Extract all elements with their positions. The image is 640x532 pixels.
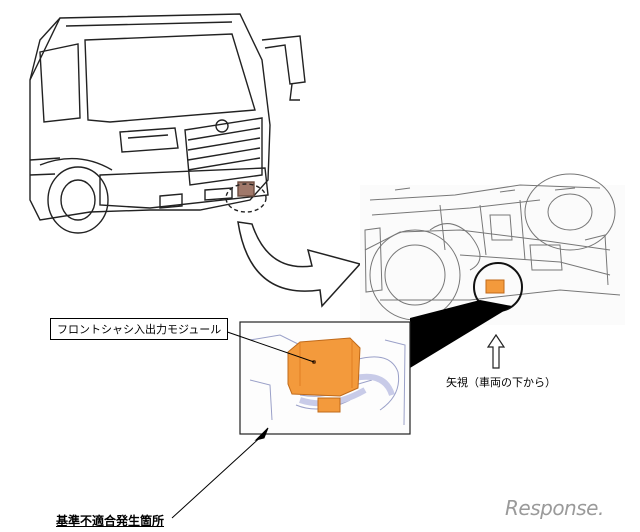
module-highlight [287,337,361,397]
curved-arrow [237,221,362,308]
callout-wedge [410,300,512,368]
response-watermark-logo: Response. [505,496,604,520]
chassis-underside-drawing [360,173,625,325]
defect-location-label: 基準不適合発生箇所 [56,514,165,528]
view-direction-label: 矢視（車両の下から） [446,376,556,389]
module-label: フロントシャシ入出力モジュール [50,318,229,340]
truck-cab-drawing [29,13,306,234]
view-direction-arrow [486,333,506,369]
detail-inset [239,321,411,435]
